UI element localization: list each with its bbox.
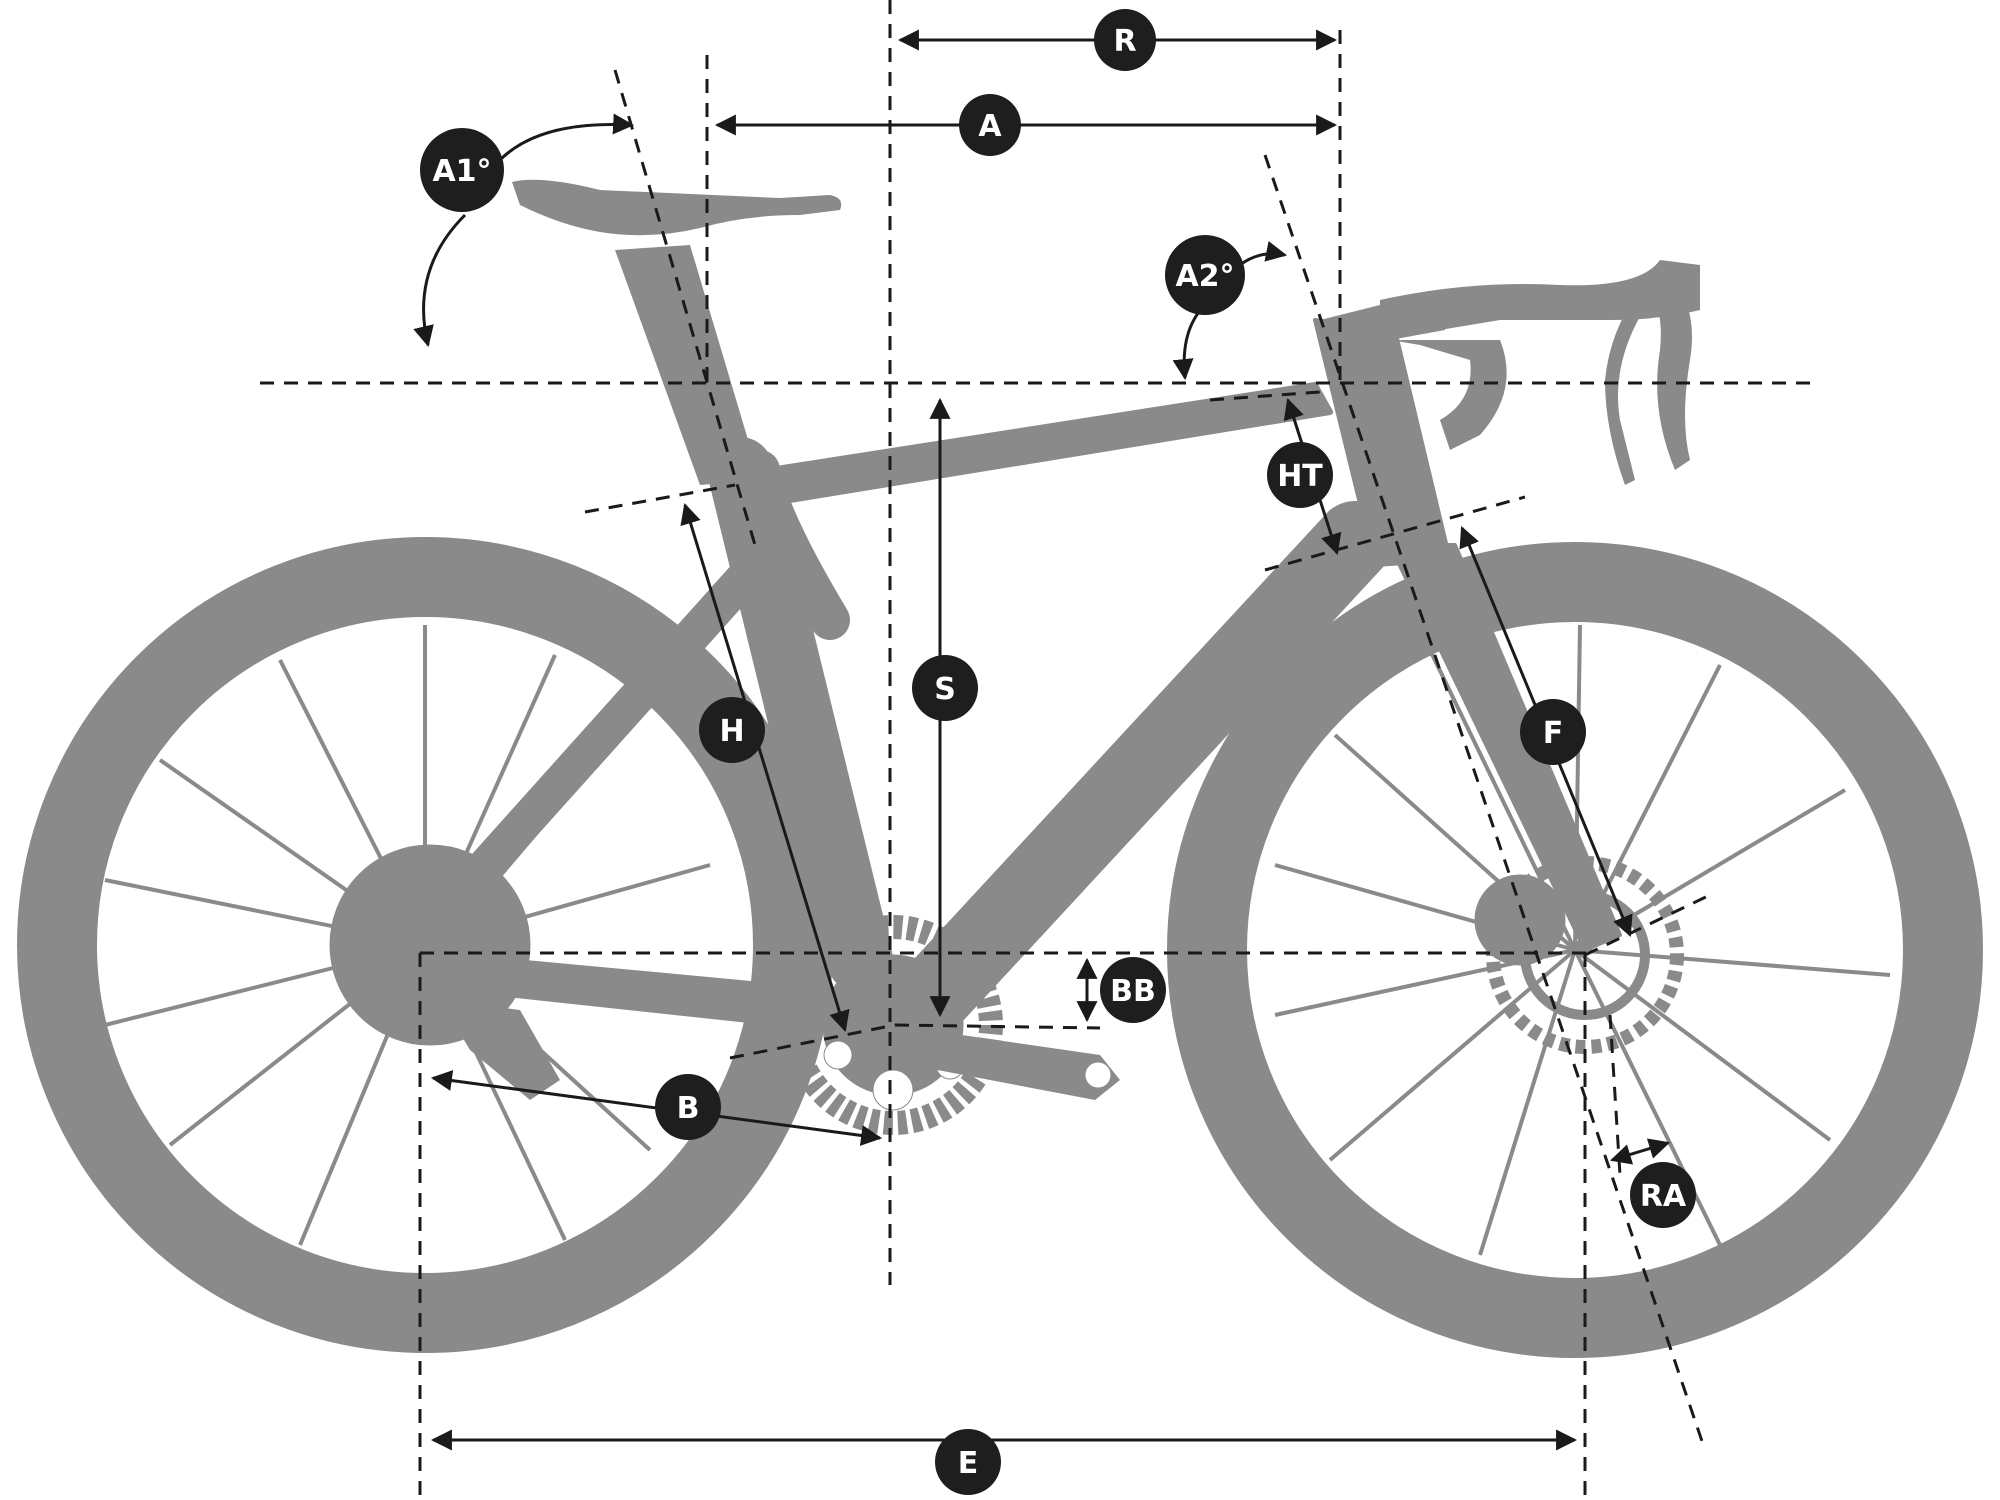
label-h-text: H xyxy=(719,714,744,749)
stem-handlebar xyxy=(1320,260,1700,485)
top-tube-perpendicular-line xyxy=(584,483,736,514)
dimension-arrows xyxy=(413,29,1671,1451)
label-a-text: A xyxy=(978,109,1002,144)
label-r: R xyxy=(1094,9,1156,71)
label-bb: BB xyxy=(1100,957,1166,1023)
label-a2-text: A2° xyxy=(1175,259,1234,294)
label-b-text: B xyxy=(677,1091,700,1126)
bb-drop-left-line xyxy=(729,1023,896,1060)
rear-derailleur xyxy=(440,1000,560,1100)
label-e: E xyxy=(935,1429,1001,1495)
label-bb-text: BB xyxy=(1110,974,1156,1009)
label-s-text: S xyxy=(934,672,956,707)
seat-angle-arrow-top xyxy=(498,113,635,162)
head-angle-arrow-bottom xyxy=(1172,303,1207,381)
label-s: S xyxy=(912,655,978,721)
label-a1-text: A1° xyxy=(432,154,491,189)
saddle-seatpost xyxy=(512,179,842,485)
label-r-text: R xyxy=(1113,24,1136,59)
seat-tube-length-arrow xyxy=(680,502,850,1033)
head-angle-arrow-top xyxy=(1239,241,1288,267)
label-f-text: F xyxy=(1543,716,1564,751)
label-f: F xyxy=(1520,699,1586,765)
front-wheel xyxy=(1167,542,1983,1358)
label-h: H xyxy=(699,697,765,763)
head-tube-top-line xyxy=(1209,390,1321,402)
label-e-text: E xyxy=(958,1446,979,1481)
label-ht-text: HT xyxy=(1277,459,1323,494)
label-a1: A1° xyxy=(420,128,504,212)
label-ra-text: RA xyxy=(1640,1179,1687,1214)
rear-wheel xyxy=(17,537,833,1353)
label-b: B xyxy=(655,1074,721,1140)
label-ht: HT xyxy=(1267,442,1333,508)
crankset xyxy=(783,915,1120,1135)
bike-silhouette xyxy=(17,179,1983,1358)
label-a: A xyxy=(959,94,1021,156)
bb-drop-right-line xyxy=(894,1023,1101,1030)
head-tube-bottom-line xyxy=(1264,495,1526,572)
label-ra: RA xyxy=(1630,1162,1696,1228)
label-a2: A2° xyxy=(1165,235,1245,315)
seat-angle-arrow-bottom xyxy=(413,213,467,348)
label-badges: R A A1° A2° HT S H F xyxy=(420,9,1696,1495)
seat-tube-axis-line xyxy=(613,69,757,546)
rake-arrow xyxy=(1609,1138,1671,1165)
